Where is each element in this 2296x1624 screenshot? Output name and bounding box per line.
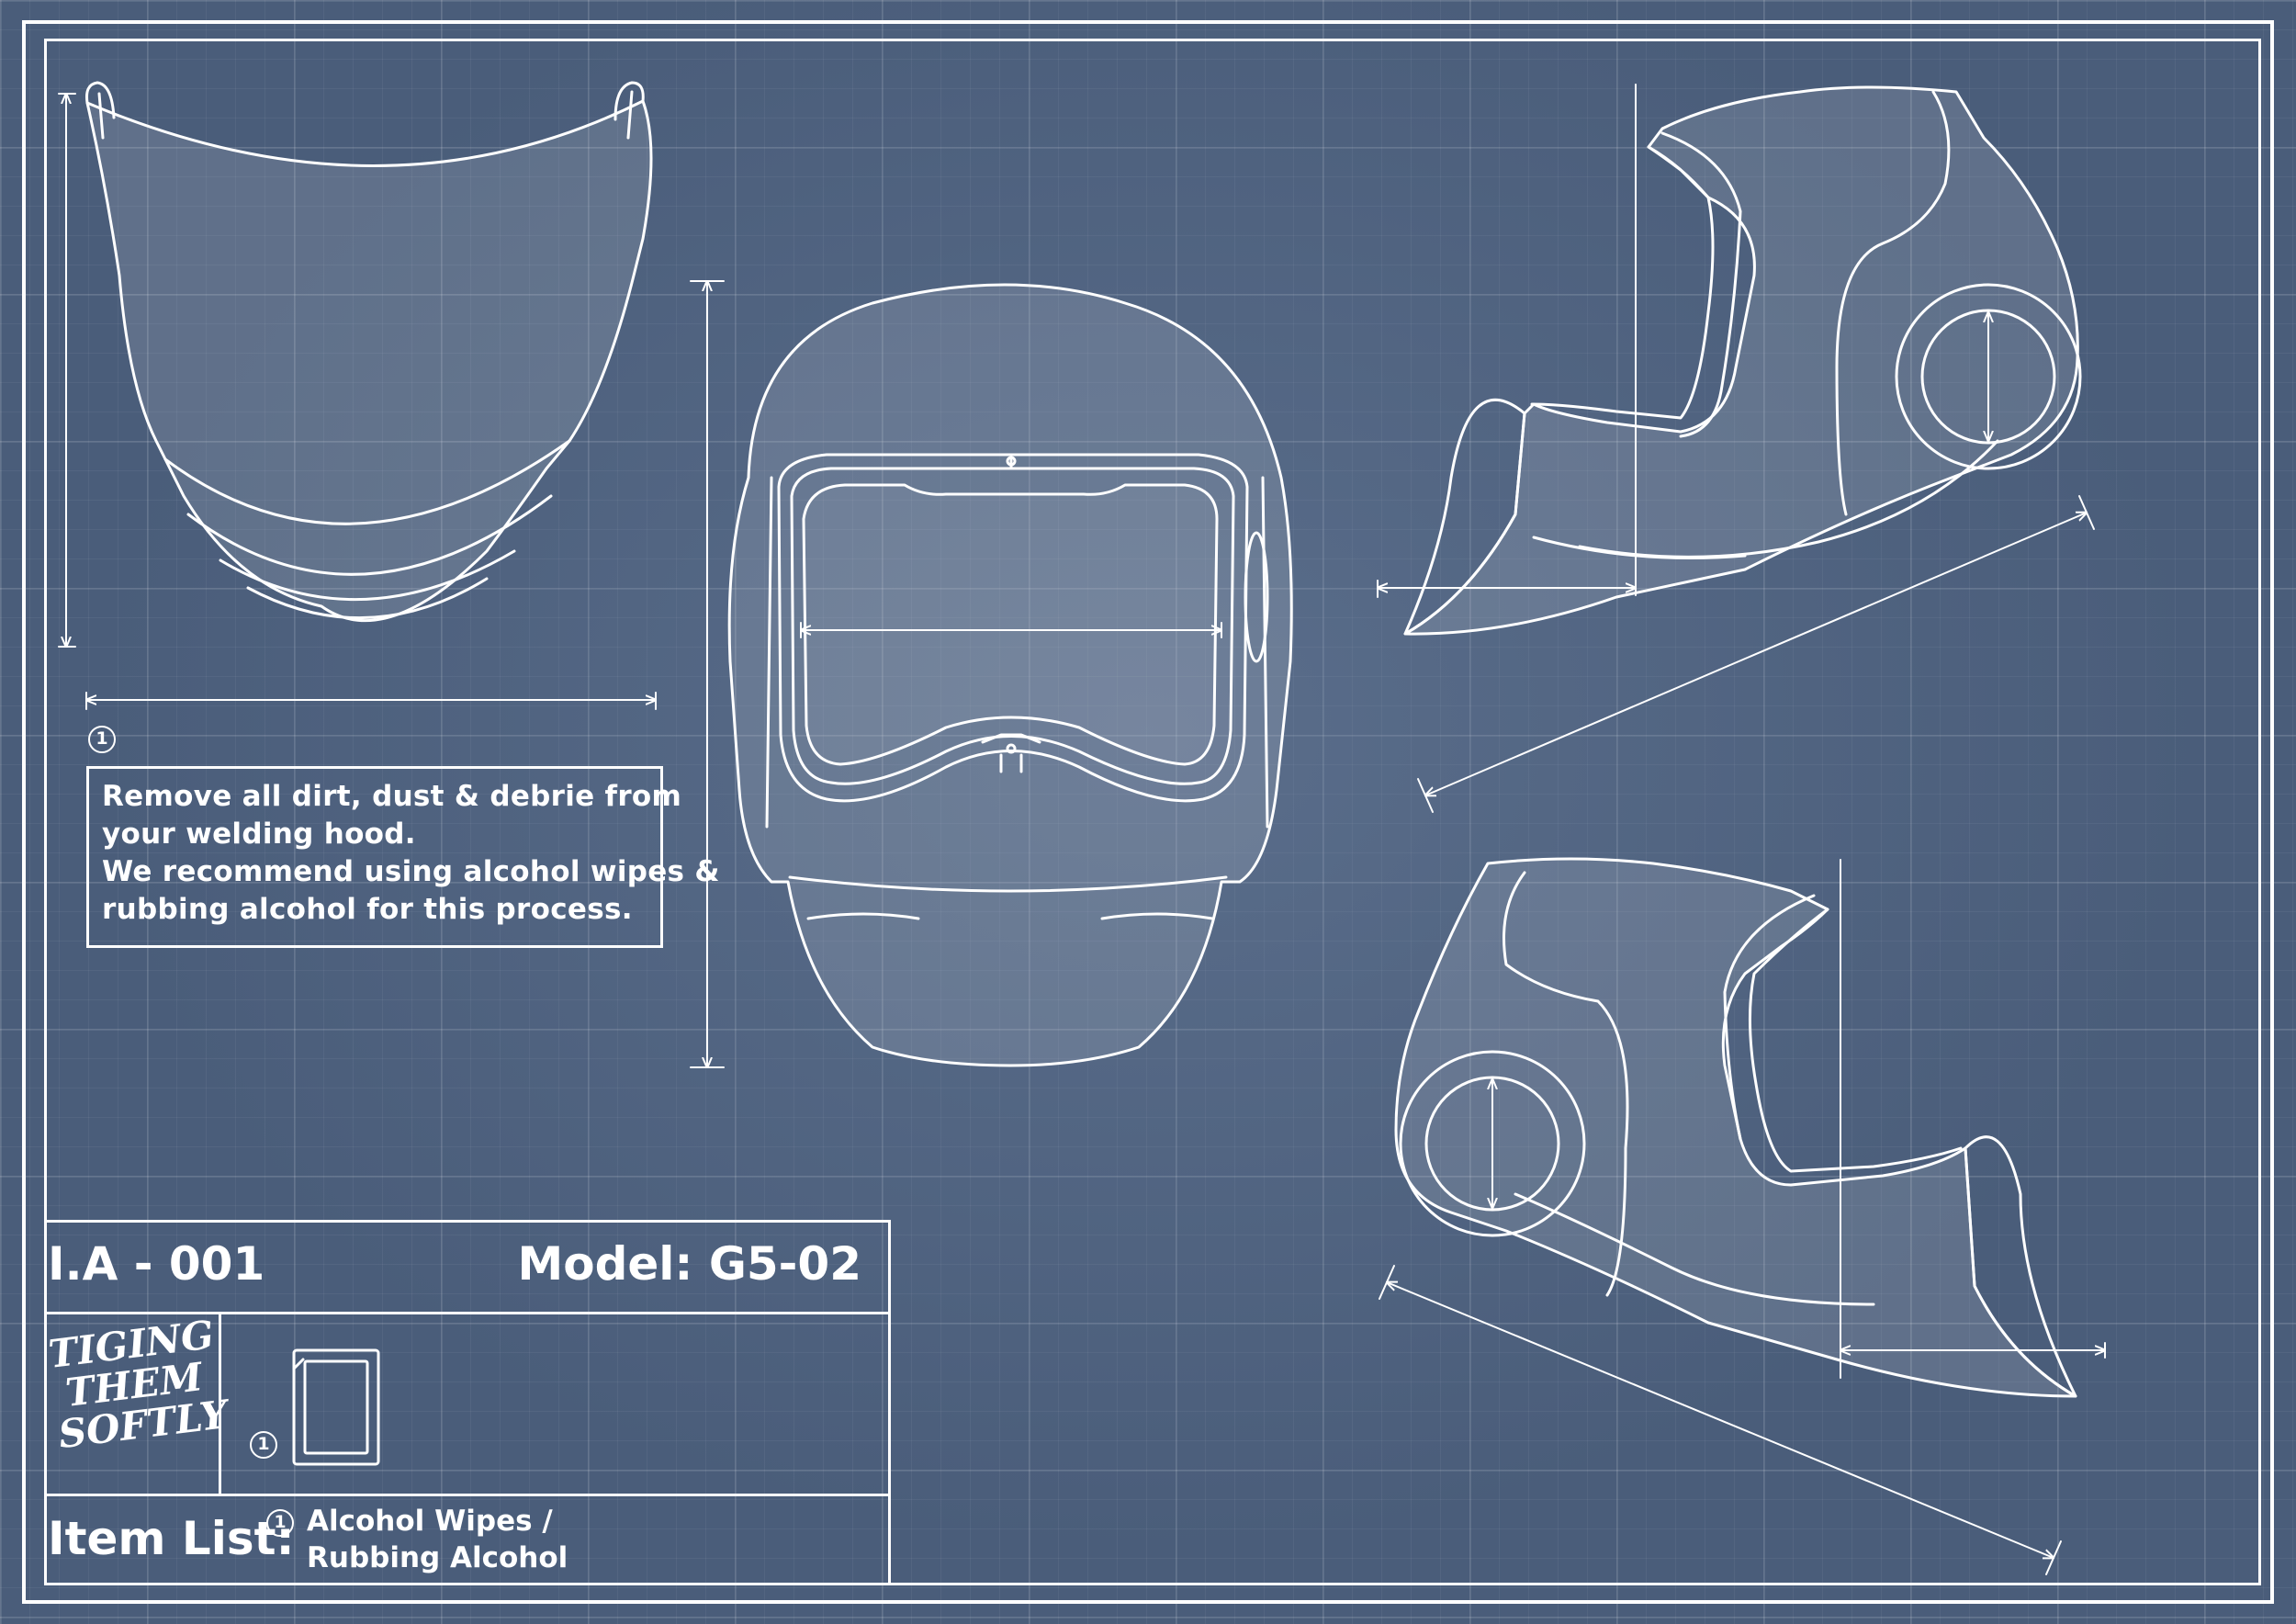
instruction-line: rubbing alcohol for this process. [102, 893, 633, 926]
item-entry-line: Alcohol Wipes / [307, 1505, 553, 1538]
item-list-label: Item List: [48, 1512, 295, 1565]
outer-frame [22, 20, 2274, 1604]
brand-logo: TIGING THEM SOFTLY [46, 1312, 231, 1458]
instruction-line: We recommend using alcohol wipes & [102, 855, 720, 888]
helmet-side-view-left [1403, 85, 2082, 636]
step-number-badge: 1 [88, 726, 116, 753]
alcohol-wipe-icon [292, 1348, 380, 1466]
item-entry-badge: 1 [266, 1509, 294, 1537]
helmet-front-view [727, 283, 1293, 1067]
document-id: I.A - 001 [48, 1237, 265, 1291]
title-block-divider-2 [44, 1494, 891, 1496]
instruction-line: Remove all dirt, dust & debrie from [102, 780, 682, 813]
model-number: Model: G5-02 [517, 1237, 861, 1291]
instruction-line: your welding hood. [102, 818, 416, 851]
helmet-side-view-right [1394, 857, 2077, 1398]
shield-top-view [85, 81, 653, 623]
dim-side-bottom-length [1387, 1282, 2054, 1558]
dim-side-top-length [1425, 513, 2087, 795]
instruction-box: Remove all dirt, dust & debrie from your… [86, 766, 720, 948]
inner-frame [44, 39, 2261, 1585]
title-block-divider-3 [219, 1312, 221, 1494]
title-block [44, 1220, 891, 1585]
item-entry-line: Rubbing Alcohol [307, 1541, 568, 1574]
title-block-divider-1 [44, 1312, 891, 1314]
item-number-badge: 1 [250, 1431, 277, 1459]
